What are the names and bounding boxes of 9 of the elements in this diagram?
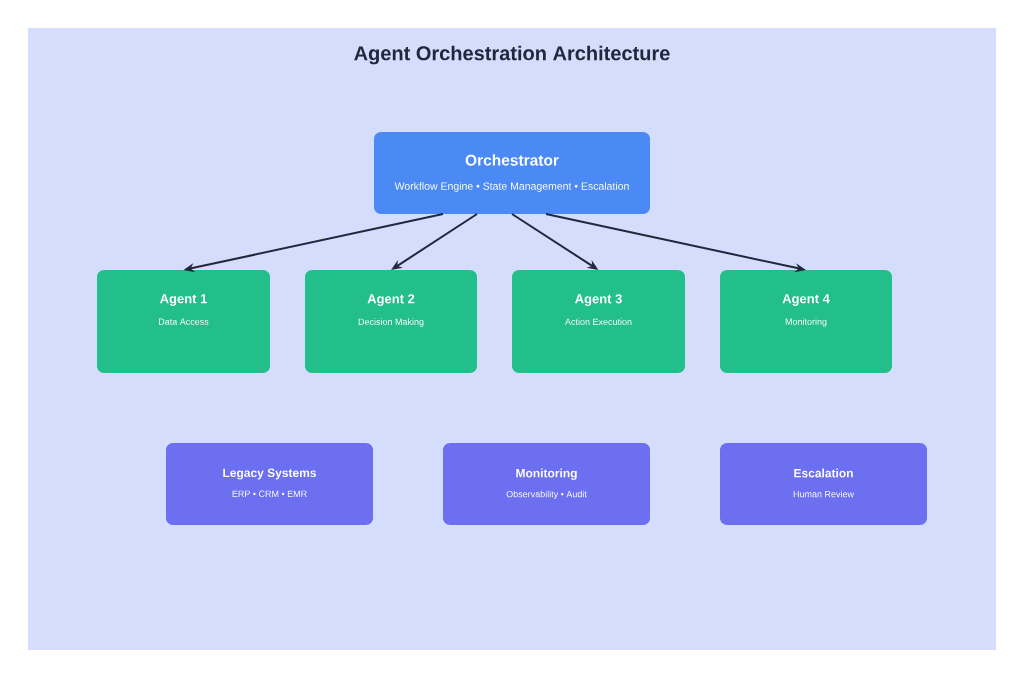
- agent-box: Agent 4 Monitoring: [720, 270, 892, 373]
- service-box: Monitoring Observability • Audit: [443, 443, 650, 525]
- agent-box: Agent 1 Data Access: [97, 270, 270, 373]
- orchestrator-box: Orchestrator Workflow Engine • State Management • Escalation: [374, 132, 650, 214]
- service-box: Escalation Human Review: [720, 443, 927, 525]
- service-box: Legacy Systems ERP • CRM • EMR: [166, 443, 373, 525]
- agent-box: Agent 3 Action Execution: [512, 270, 685, 373]
- agent-box: Agent 2 Decision Making: [305, 270, 477, 373]
- title: Agent Orchestration Architecture: [354, 45, 670, 65]
